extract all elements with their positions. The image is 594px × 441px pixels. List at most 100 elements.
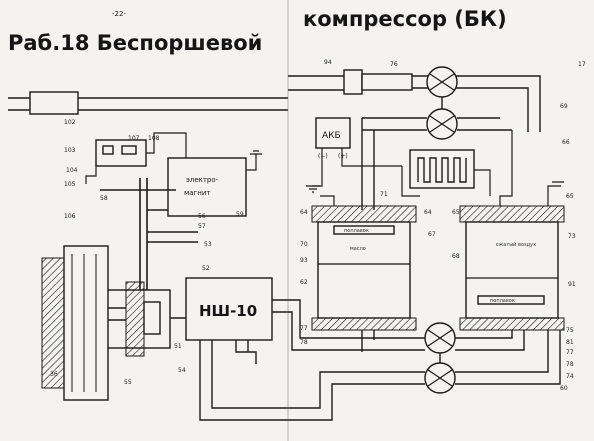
left-tank-base [311,317,417,331]
right-tank-lid [459,205,565,223]
svg-text:78: 78 [566,361,574,368]
electromagnet-box [167,157,247,217]
left-tank-lid [311,205,417,223]
relay-wires [85,132,187,184]
svg-text:77: 77 [300,325,308,332]
svg-text:105: 105 [64,181,76,188]
svg-text:107: 107 [128,135,140,142]
left-float [333,225,395,235]
actuator-rod [139,178,148,290]
akb-minus: (−) [318,153,328,160]
valve-spool [125,281,145,357]
relay-block [95,139,147,167]
svg-text:57: 57 [198,223,206,230]
electromagnet-label-2: магнит [184,189,210,197]
right-float [477,295,545,305]
svg-text:65: 65 [452,209,460,216]
rotary-valve-bottom-1-cross [427,329,453,347]
svg-text:17: 17 [578,61,586,68]
rotary-valve-69-cross [429,115,455,133]
svg-text:56: 56 [198,213,206,220]
right-callouts: 94 76 17 69 66 65 64 64 65 70 71 67 68 9… [300,59,586,392]
svg-text:52: 52 [202,265,210,272]
svg-text:62: 62 [300,279,308,286]
svg-text:74: 74 [566,373,574,380]
right-top-pipe [288,75,344,91]
pump-drain [235,340,257,364]
svg-text:76: 76 [390,61,398,68]
battery-ground [306,185,320,193]
relay-coil [121,145,137,155]
svg-text:55: 55 [124,379,132,386]
svg-text:71: 71 [380,191,388,198]
tank-top-connections [320,130,564,206]
right-float-label: поплавок [490,298,515,304]
page-number: -22- [112,10,126,18]
svg-text:70: 70 [300,241,308,248]
svg-text:65: 65 [566,193,574,200]
valve-94 [343,69,363,95]
svg-text:78: 78 [300,339,308,346]
svg-text:67: 67 [428,231,436,238]
right-tank-base [459,317,565,331]
svg-text:36: 36 [50,371,58,378]
rotary-valve-bottom-2-cross [427,369,453,387]
svg-text:93: 93 [300,257,308,264]
left-main-pipe [8,97,288,111]
left-valve-housing [29,91,79,115]
svg-text:69: 69 [560,103,568,110]
lever-links [100,189,198,243]
svg-text:64: 64 [424,209,432,216]
left-tank-feed [361,118,375,210]
electromagnet-ground [246,150,262,171]
bottom-pipe-1 [288,299,525,351]
svg-text:77: 77 [566,349,574,356]
svg-text:108: 108 [148,135,160,142]
svg-text:53: 53 [204,241,212,248]
svg-text:75: 75 [566,327,574,334]
right-tank-air-label: сжатый воздух [496,241,536,248]
relay-contact [102,145,114,155]
svg-text:58: 58 [100,195,108,202]
svg-text:73: 73 [568,233,576,240]
valve-chamber [143,301,161,335]
flywheel [63,245,109,401]
svg-text:64: 64 [300,209,308,216]
battery-akb [315,117,351,149]
drive-shaft [108,307,126,321]
nsh10-pump [185,277,273,341]
svg-text:91: 91 [568,281,576,288]
left-callouts: 102 103 104 105 106 107 108 58 59 56 57 … [50,119,244,386]
bottom-pipe-2 [288,330,561,421]
svg-text:59: 59 [236,211,244,218]
svg-text:104: 104 [66,167,78,174]
svg-text:54: 54 [178,367,186,374]
svg-text:106: 106 [64,213,76,220]
akb-label: АКБ [322,131,341,141]
left-tank [317,221,411,319]
svg-text:68: 68 [452,253,460,260]
svg-text:60: 60 [560,385,568,392]
flywheel-housing [41,257,65,389]
svg-text:81: 81 [566,339,574,346]
svg-text:51: 51 [174,343,182,350]
left-tank-drain [361,330,375,352]
pump-return-pipe [199,340,288,421]
svg-text:94: 94 [324,59,332,66]
title-left: Раб.18 Беспоршевой [8,31,262,55]
svg-text:102: 102 [64,119,76,126]
heater-wires [401,166,491,197]
pump-outlet-pipe [272,299,288,313]
nsh10-label: НШ-10 [199,302,257,320]
flywheel-ribs [71,254,97,392]
filter-76 [361,73,413,91]
title-right: компрессор (БК) [303,7,507,31]
heater-coil [417,157,467,183]
svg-text:103: 103 [64,147,76,154]
left-tank-oil-label: масло [350,246,366,252]
valve-connecting-pipes [362,97,512,131]
akb-plus: (+) [338,153,348,160]
left-float-label: поплавок [344,228,369,234]
